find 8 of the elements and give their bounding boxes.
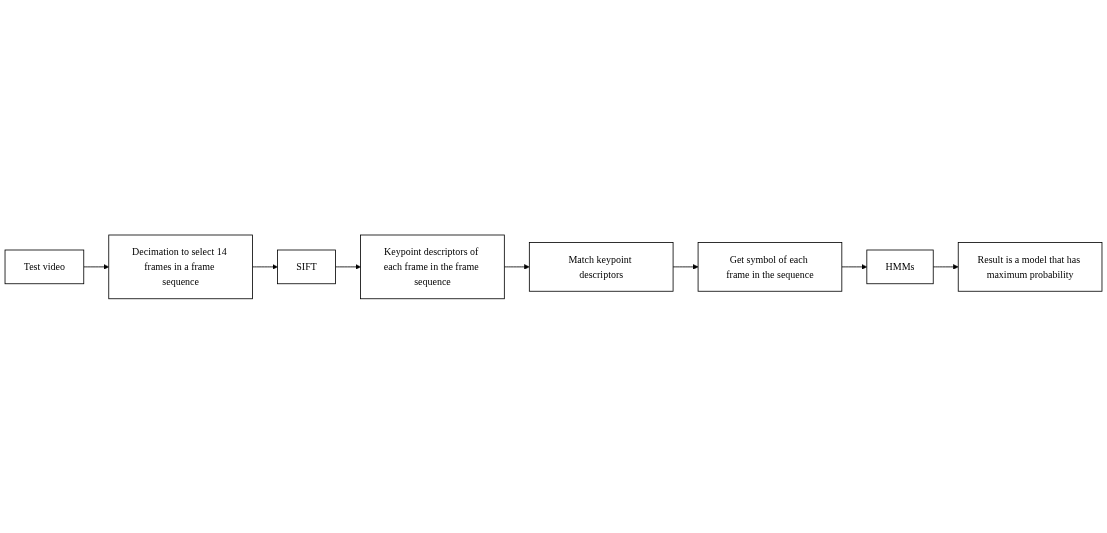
node-box: Match keypoint descriptors: [528, 241, 674, 292]
node-box: Keypoint descriptors of each frame in the frame sequence: [360, 234, 505, 299]
node-box: HMMs: [866, 249, 934, 284]
node-box: Test video: [4, 249, 85, 284]
node-box: Decimation to select 14 frames in a frame sequence: [108, 234, 253, 299]
node-box: Result is a model that has maximum probability: [957, 241, 1103, 292]
node-box: Get symbol of each frame in the sequence: [697, 241, 843, 292]
node-box: SIFT: [277, 249, 336, 284]
